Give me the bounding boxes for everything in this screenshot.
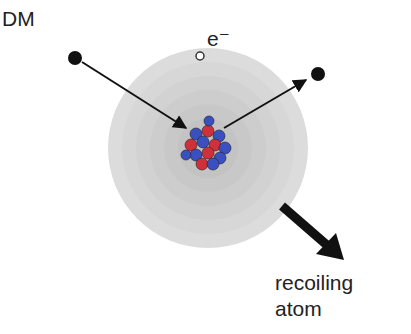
electron: [196, 52, 204, 60]
recoil-label: recoiling atom: [275, 270, 385, 322]
electron-label: e⁻: [207, 26, 230, 52]
outgoing-arrow: [224, 80, 306, 128]
dm-particle: [311, 67, 325, 81]
incoming-arrow: [82, 62, 186, 128]
dm-particle: [68, 51, 82, 65]
recoil-arrow: [282, 206, 344, 260]
nucleus: [181, 116, 231, 170]
electron-cloud: [108, 48, 308, 248]
particle-label: DM: [2, 6, 35, 32]
